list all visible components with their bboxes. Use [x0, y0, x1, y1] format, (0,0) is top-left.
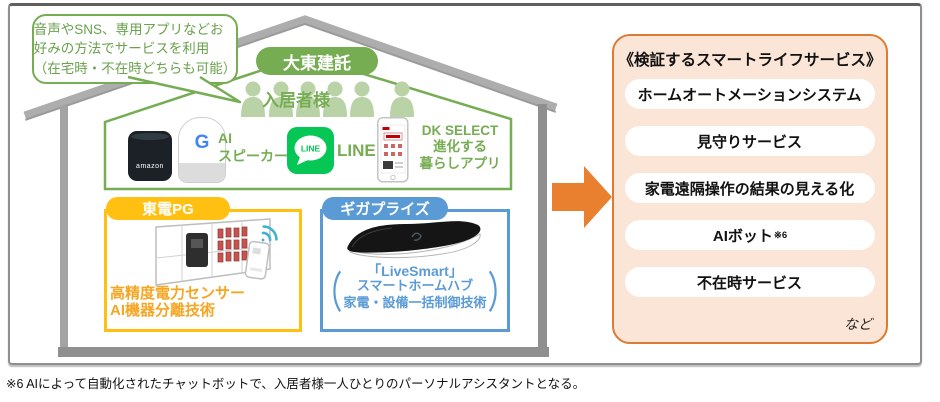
left-wall: [60, 106, 68, 356]
left-bracket: （: [312, 270, 343, 319]
ai-speaker-caption-line: スピーカー: [218, 148, 288, 165]
service-pill: AIボット※6: [625, 220, 875, 250]
service-pill: 家電遠隔操作の結果の見える化: [625, 173, 875, 203]
gigaprize-description-line: 家電・設備一括制御技術: [343, 294, 487, 310]
speech-bubble-line: 音声やSNS、専用アプリなどお: [33, 22, 224, 38]
line-app-icon: LINE: [287, 127, 334, 179]
person-icon: [350, 81, 374, 117]
ai-speaker-caption: AI スピーカー: [218, 129, 288, 165]
tepco-pg-label: 東電PG: [106, 197, 230, 220]
livesmart-product-name: 「LiveSmart」: [367, 263, 463, 279]
sensor-device: [244, 240, 271, 280]
ai-speaker-caption-line: AI: [218, 130, 232, 146]
service-pill-footnote-ref: ※6: [773, 229, 788, 241]
tepco-description-line: 高精度電力センサー: [110, 285, 246, 302]
service-pill: 不在時サービス: [625, 267, 875, 297]
gigaprize-description: （ スマートホームハブ家電・設備一括制御技術 ）: [313, 272, 518, 316]
service-pill-text: ホームオートメーションシステム: [637, 86, 862, 104]
person-icon: [323, 81, 347, 117]
wifi-icon: [261, 225, 278, 242]
line-caption: LINE: [337, 141, 376, 160]
speech-bubble-line: 好みの方法でサービスを利用: [33, 41, 210, 57]
tepco-description-line: AI機器分離技術: [110, 302, 216, 320]
service-pill: 見守りサービス: [625, 126, 875, 156]
breaker-grid: [217, 226, 248, 263]
etc-label: など: [844, 316, 872, 332]
line-icon-text: LINE: [301, 144, 321, 154]
dk-select-caption-line: DK SELECT: [421, 123, 499, 138]
services-panel-title: 《検証するスマートライフサービス》: [618, 52, 882, 69]
service-pill-list: ホームオートメーションシステム 見守りサービス 家電遠隔操作の結果の見える化 A…: [614, 79, 886, 297]
google-home-icon: G: [178, 117, 226, 183]
tepco-pg-text: 東電PG: [142, 201, 194, 218]
right-bracket: ）: [487, 270, 518, 319]
right-arrow-icon: [552, 166, 612, 228]
residents-icons: [241, 81, 414, 117]
dk-select-caption-line: 暮らしアプリ: [419, 155, 501, 171]
amazon-echo-icon: amazon: [128, 131, 172, 181]
gigaprize-description-line: スマートホームハブ: [356, 278, 474, 293]
right-wall: [538, 104, 547, 356]
speech-bubble: 音声やSNS、専用アプリなどお好みの方法でサービスを利用 （在宅時・不在時どちらも…: [32, 14, 238, 84]
roof: [23, 15, 558, 121]
residents-label: 入居者様: [262, 91, 330, 110]
service-pill-text: AIボット: [712, 227, 773, 245]
person-icon: [296, 81, 320, 117]
dk-select-caption-line: 進化する: [433, 139, 487, 155]
person-icon: [390, 81, 414, 117]
google-home-base: [179, 163, 225, 182]
amazon-logo-text: amazon: [136, 163, 164, 170]
roof-shadow: [24, 22, 557, 121]
google-g-logo: G: [194, 132, 210, 153]
dk-select-phone-icon: [377, 117, 409, 188]
daito-kentaku-text: 大東建託: [283, 53, 351, 73]
livesmart-hub-illustration: [347, 221, 481, 259]
services-panel: 《検証するスマートライフサービス》 ホームオートメーションシステム 見守りサービ…: [612, 34, 888, 344]
gigaprize-label: ギガプライズ: [322, 197, 448, 220]
service-pill-text: 不在時サービス: [696, 274, 802, 292]
speech-bubble-lines: 音声やSNS、専用アプリなどお好みの方法でサービスを利用 （在宅時・不在時どちらも…: [34, 20, 237, 77]
person-icon: [241, 81, 265, 117]
speech-bubble-line: （在宅時・不在時どちらも可能）: [33, 60, 237, 76]
gigaprize-text: ギガプライズ: [340, 201, 430, 218]
echo-top: [131, 133, 169, 140]
daito-kentaku-label: 大東建託: [256, 47, 378, 75]
footnote: ※6 AIによって自動化されたチャットボットで、入居者様一人ひとりのパーソナルア…: [6, 377, 586, 391]
power-sensor-illustration: [155, 218, 278, 286]
service-pill: ホームオートメーションシステム: [625, 79, 875, 109]
service-pill-text: 見守りサービス: [696, 133, 802, 151]
floor: [58, 347, 549, 357]
service-pill-text: 家電遠隔操作の結果の見える化: [644, 180, 855, 198]
person-icon: [269, 81, 293, 117]
diagram-frame: [8, 3, 922, 365]
